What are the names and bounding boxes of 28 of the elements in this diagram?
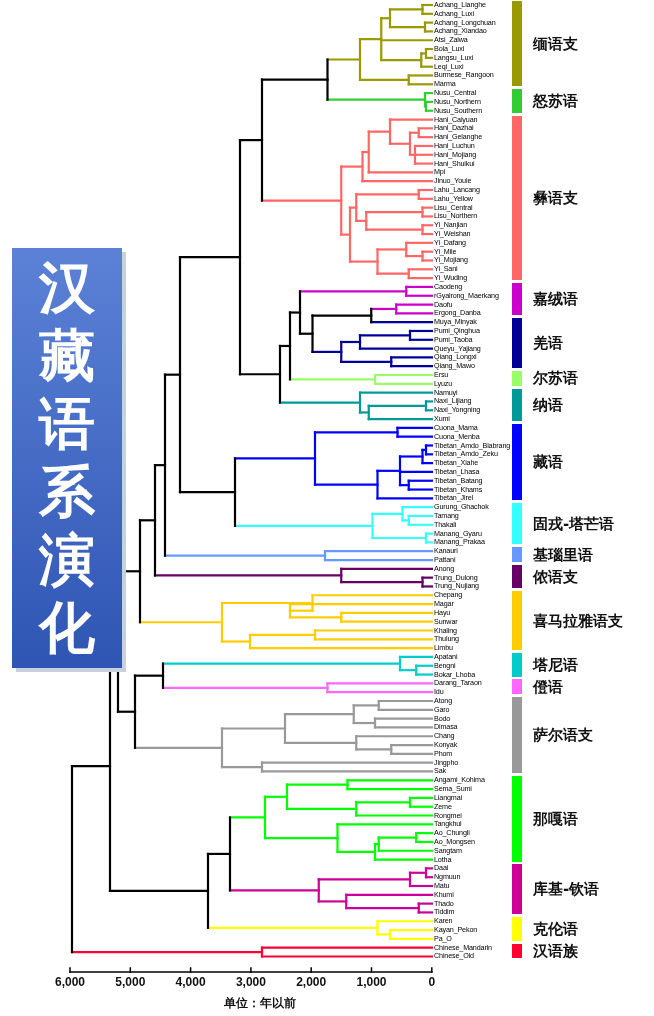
group-label: 藏语: [533, 453, 563, 472]
group-label: 嘉绒语: [533, 290, 578, 309]
tick-label: 0: [427, 975, 437, 989]
group-label: 僜语: [533, 677, 563, 696]
group-label: 克伦语: [533, 920, 578, 939]
tick-label: 2,000: [295, 975, 328, 989]
title-banner: 汉藏语系演化: [12, 248, 122, 668]
group-label: 固戎-塔芒语: [533, 514, 615, 533]
group-label: 羌语: [533, 334, 563, 353]
group-label: 喜马拉雅语支: [533, 611, 623, 630]
tick-label: 4,000: [174, 975, 207, 989]
tick-label: 1,000: [355, 975, 388, 989]
group-label: 缅语支: [533, 34, 578, 53]
group-label: 那嘎语: [533, 809, 578, 828]
group-label: 怒苏语: [533, 91, 578, 110]
axis-title: 单位：年以前: [223, 995, 297, 1012]
group-label: 萨尔语支: [533, 726, 593, 745]
group-label: 侬语支: [533, 567, 578, 586]
group-label: 库基-钦语: [533, 880, 600, 899]
group-label: 基瑙里语: [533, 545, 593, 564]
group-label: 汉语族: [533, 942, 578, 961]
group-label: 纳语: [533, 395, 563, 414]
group-label: 彝语支: [533, 188, 578, 207]
group-label: 尔苏语: [533, 369, 578, 388]
tick-label: 5,000: [114, 975, 147, 989]
tick-label: 6,000: [54, 975, 86, 989]
tick-label: 3,000: [234, 975, 267, 989]
group-label: 塔尼语: [533, 655, 578, 674]
